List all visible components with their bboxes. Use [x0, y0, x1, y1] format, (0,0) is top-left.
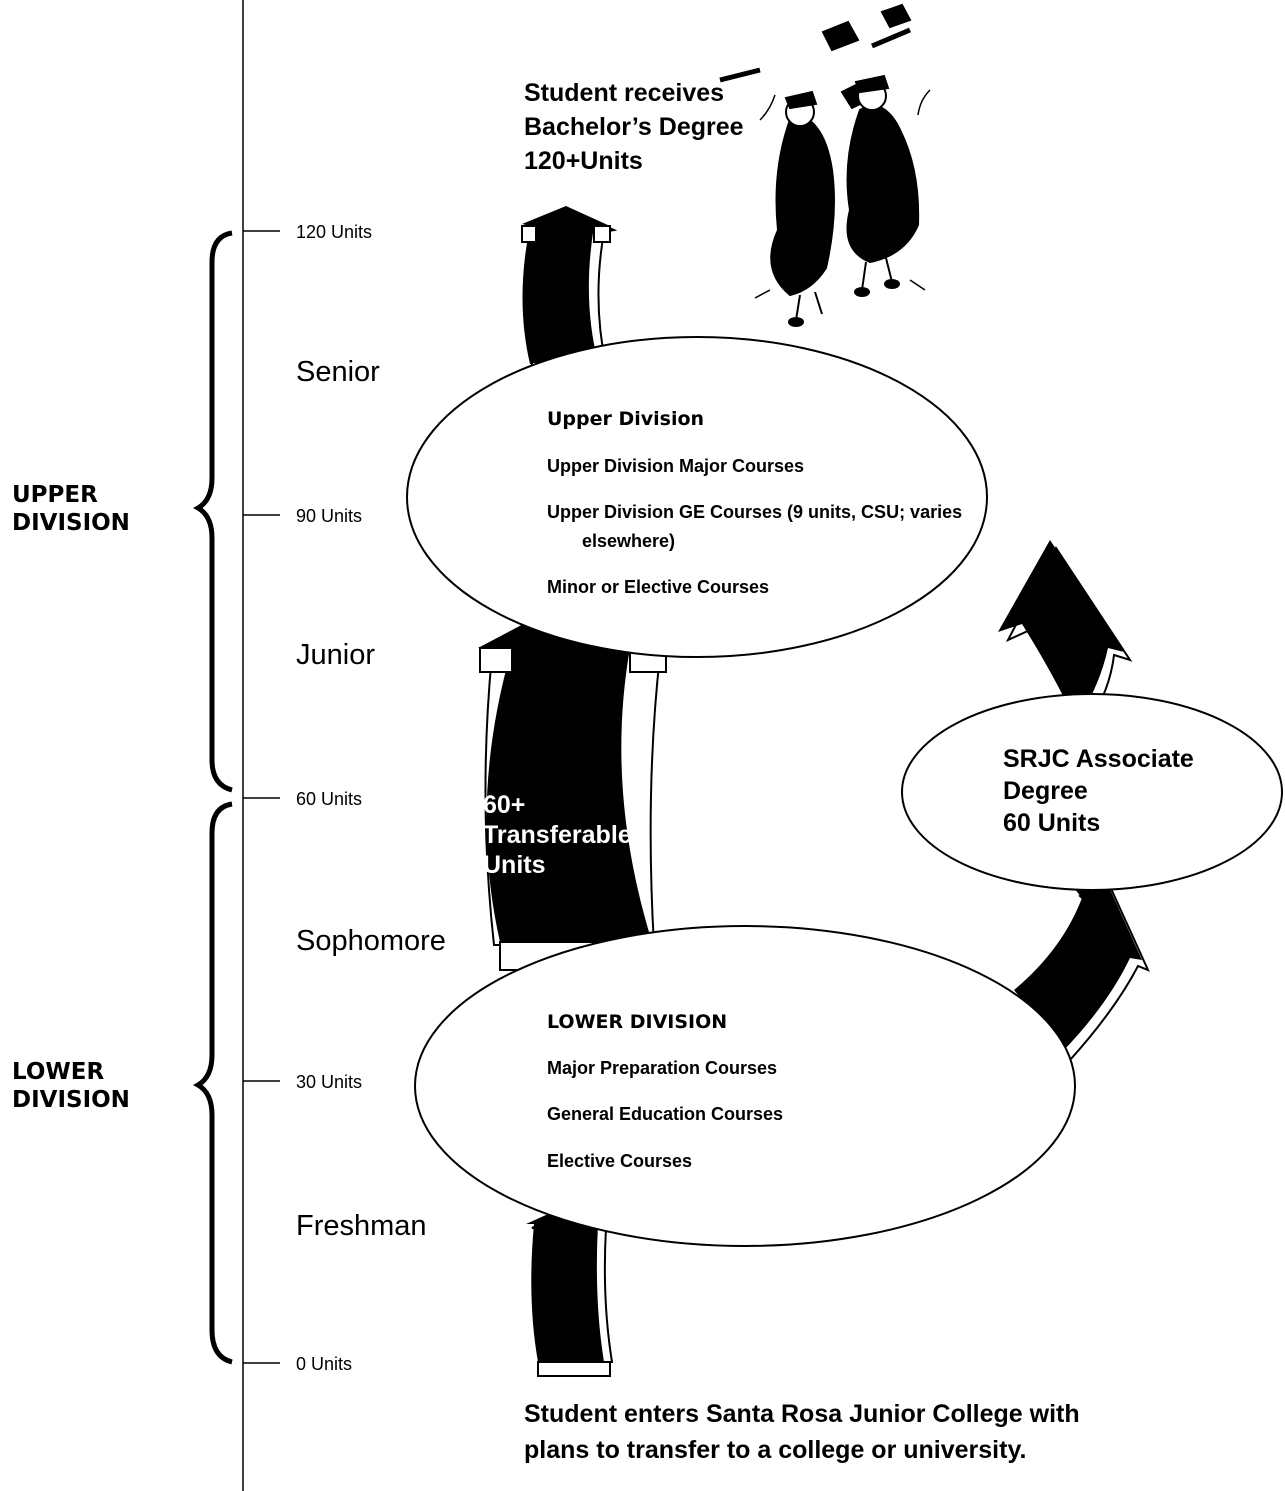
entry-caption: Student enters Santa Rosa Junior College…	[524, 1400, 1087, 1464]
upper-division-brace	[192, 230, 233, 793]
lower-ellipse-item-ge: General Education Courses	[547, 1104, 783, 1124]
year-label-freshman: Freshman	[296, 1210, 427, 1242]
tick-label-90: 90 Units	[296, 506, 362, 526]
lower-division-ellipse	[414, 925, 1076, 1247]
lower-ellipse-title: LOWER DIVISION	[547, 1011, 727, 1033]
entry-arrow	[526, 1206, 615, 1377]
graduates-celebrating-icon	[719, 3, 931, 327]
upper-division-label: UPPER DIVISION	[12, 482, 130, 536]
lower-ellipse-item-elective: Elective Courses	[547, 1151, 692, 1171]
year-label-sophomore: Sophomore	[296, 925, 446, 957]
tick-label-60: 60 Units	[296, 789, 362, 809]
upper-ellipse-item-major: Upper Division Major Courses	[547, 456, 804, 476]
transferable-units-text: 60+ Transferable Units	[483, 791, 639, 879]
year-label-junior: Junior	[296, 639, 375, 671]
tick-label-30: 30 Units	[296, 1072, 362, 1092]
bachelor-degree-text: Student receives Bachelor’s Degree 120+U…	[524, 79, 751, 175]
upper-ellipse-item-ge-cont: elsewhere)	[582, 531, 675, 551]
associate-degree-text: SRJC Associate Degree 60 Units	[1003, 745, 1201, 837]
upper-ellipse-item-minor: Minor or Elective Courses	[547, 577, 769, 597]
tick-label-120: 120 Units	[296, 222, 372, 242]
lower-division-brace	[192, 801, 233, 1365]
lower-ellipse-item-major-prep: Major Preparation Courses	[547, 1058, 777, 1078]
lower-division-label: LOWER DIVISION	[12, 1059, 130, 1113]
upper-division-ellipse	[406, 336, 988, 658]
associate-arrow	[1014, 876, 1150, 1062]
transfer-arrow	[478, 602, 673, 971]
upper-ellipse-item-ge: Upper Division GE Courses (9 units, CSU;…	[547, 502, 962, 522]
upper-ellipse-title: Upper Division	[547, 408, 704, 430]
unit-ticks	[243, 230, 280, 1364]
tick-label-0: 0 Units	[296, 1354, 352, 1374]
year-label-senior: Senior	[296, 356, 380, 388]
associate-degree-ellipse	[901, 693, 1283, 891]
